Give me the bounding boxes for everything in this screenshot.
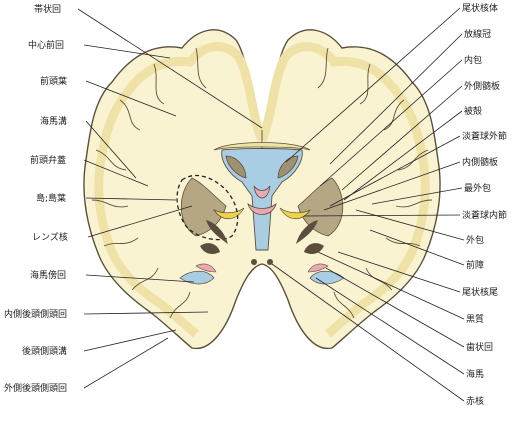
substantia-nigra-left: [200, 243, 220, 254]
label-precentral-gyrus: 中心前回: [28, 39, 64, 51]
label-frontal-lobe: 前頭葉: [40, 75, 67, 87]
label-caudate-tail: 尾状核尾: [462, 286, 498, 298]
label-corona-radiata: 放線冠: [464, 28, 491, 40]
sulci: [91, 47, 433, 319]
label-dentate-gyrus: 歯状回: [466, 341, 493, 353]
label-occipitotemporal-sulcus: 後頭側頭溝: [22, 345, 67, 357]
label-lateral-medullary-lamina: 外側髄板: [464, 80, 500, 92]
globus-pallidus-left: [212, 207, 245, 220]
label-claustrum: 前障: [466, 259, 484, 271]
brain-section: [83, 29, 441, 350]
substantia-nigra-right: [304, 243, 324, 254]
label-lentiform-nucleus: レンズ核: [32, 231, 68, 243]
corpus-callosum: [213, 142, 311, 151]
caudate-left: [225, 155, 247, 179]
label-red-nucleus: 赤核: [466, 395, 484, 407]
left-labels: 帯状回 中心前回 前頭葉 海馬溝 前頭弁蓋 島;島葉 レンズ核 海馬傍回 内側後…: [4, 3, 263, 394]
red-nucleus-left: [251, 259, 257, 265]
lentiform-dashed-outline: [176, 174, 239, 241]
hippocampus-left: [179, 270, 215, 285]
label-caudate-body: 尾状核体: [462, 2, 498, 14]
label-extreme-capsule: 最外包: [464, 182, 491, 194]
label-hippocampal-sulcus: 海馬溝: [40, 115, 67, 127]
hippocampus-pink-right: [307, 263, 329, 273]
right-labels: 尾状核体 放線冠 内包 外側髄板 被殻 淡蒼球外節 内側髄板 最外包 淡蒼球内節…: [271, 2, 507, 407]
label-globus-pallidus-interna: 淡蒼球内節: [462, 209, 507, 221]
label-parahippocampal-gyrus: 海馬傍回: [30, 269, 66, 281]
label-globus-pallidus-externa: 淡蒼球外節: [462, 130, 507, 142]
label-substantia-nigra: 黒質: [466, 313, 484, 325]
label-putamen: 被殻: [464, 105, 482, 117]
label-medial-occipitotemporal-gyrus: 内側後頭側頭回: [4, 308, 67, 320]
label-insula: 島;島葉: [36, 192, 66, 204]
cortex-band-right: [257, 42, 430, 338]
label-hippocampus: 海馬: [466, 368, 484, 380]
globus-pallidus-right: [279, 207, 312, 220]
label-frontal-operculum: 前頭弁蓋: [30, 154, 66, 166]
hippocampus-pink-left: [195, 263, 217, 273]
label-medial-medullary-lamina: 内側髄板: [462, 156, 498, 168]
label-cingulate-gyrus: 帯状回: [34, 3, 61, 15]
thalamus-pink: [247, 202, 277, 215]
label-internal-capsule: 内包: [464, 54, 482, 66]
red-nucleus-right: [267, 259, 273, 265]
label-lateral-occipitotemporal-gyrus: 外側後頭側頭回: [4, 382, 67, 394]
fornix: [253, 185, 271, 199]
claustrum-left: [206, 220, 228, 244]
cortex-band: [94, 42, 267, 338]
label-external-capsule: 外包: [466, 234, 484, 246]
claustrum-right: [296, 220, 318, 244]
